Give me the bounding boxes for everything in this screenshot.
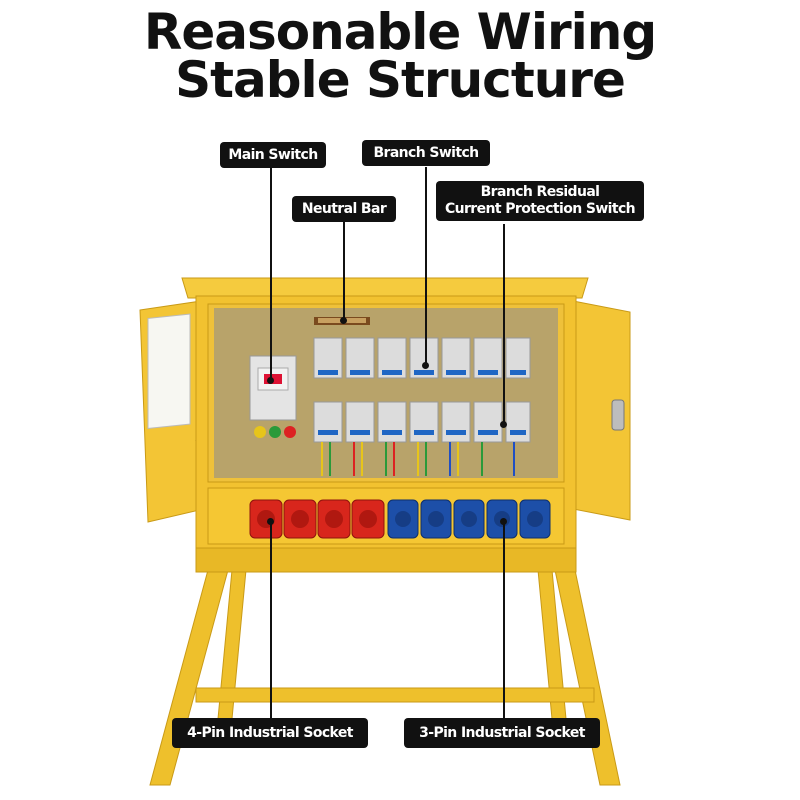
branch-switch-indicators bbox=[318, 370, 526, 375]
callout-three-pin-socket: 3-Pin Industrial Socket bbox=[404, 718, 600, 748]
stand bbox=[149, 569, 621, 786]
leader-dot-four-pin-socket bbox=[267, 518, 274, 525]
callout-branch-switch: Branch Switch bbox=[362, 140, 490, 166]
callout-rcd-line-1: Branch Residual bbox=[480, 184, 600, 200]
three-pin-sockets bbox=[387, 499, 551, 539]
rcd-switch-row bbox=[313, 401, 531, 443]
right-door bbox=[567, 299, 631, 521]
wiring bbox=[321, 442, 515, 476]
door-latch bbox=[611, 399, 625, 431]
callout-neutral-bar: Neutral Bar bbox=[292, 196, 396, 222]
rcd-indicators bbox=[318, 430, 526, 435]
leader-dot-main-switch bbox=[267, 377, 274, 384]
left-door bbox=[139, 299, 209, 523]
leader-three-pin-socket bbox=[503, 522, 505, 718]
callout-main-switch: Main Switch bbox=[220, 142, 326, 168]
leader-dot-three-pin-socket bbox=[500, 518, 507, 525]
headline-line-1: Reasonable Wiring bbox=[143, 3, 657, 61]
stand-leg-left-front bbox=[149, 569, 229, 786]
leader-neutral-bar bbox=[343, 222, 345, 320]
callout-rcd-line-2: Current Protection Switch bbox=[444, 201, 636, 217]
headline-line-2: Stable Structure bbox=[175, 51, 626, 109]
cabinet-roof bbox=[181, 277, 589, 299]
callout-rcd: Branch Residual Current Protection Switc… bbox=[436, 181, 644, 221]
four-pin-sockets bbox=[249, 499, 385, 539]
stand-crossbar bbox=[195, 687, 595, 703]
leader-rcd bbox=[503, 224, 505, 424]
wiring-diagram-sheet bbox=[147, 313, 191, 429]
leader-dot-neutral-bar bbox=[340, 317, 347, 324]
callout-four-pin-socket: 4-Pin Industrial Socket bbox=[172, 718, 368, 748]
leader-branch-switch bbox=[425, 167, 427, 365]
leader-dot-branch-switch bbox=[422, 362, 429, 369]
leader-main-switch bbox=[270, 167, 272, 379]
leader-dot-rcd bbox=[500, 421, 507, 428]
leader-four-pin-socket bbox=[270, 522, 272, 718]
stand-leg-right-front bbox=[554, 569, 621, 786]
